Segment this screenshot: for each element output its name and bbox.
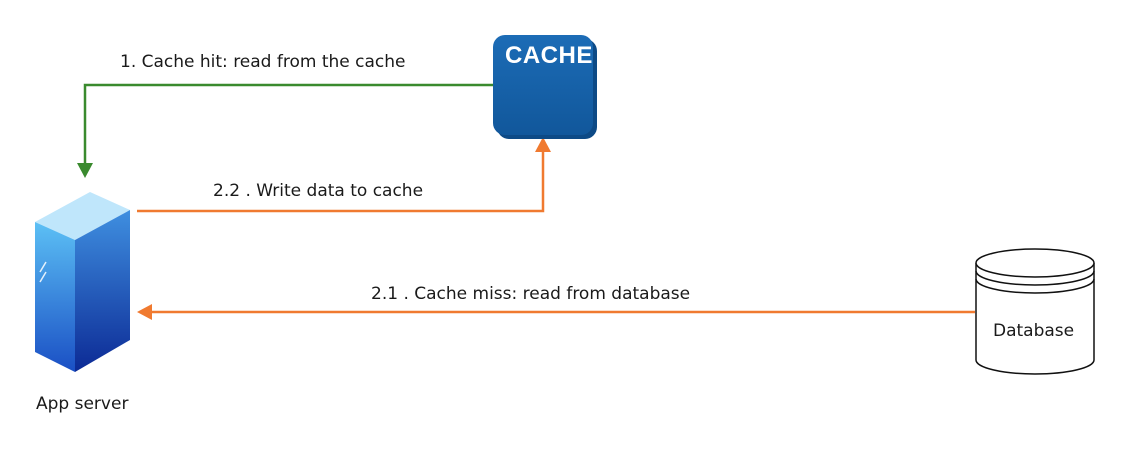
- cache-label: CACHE: [505, 42, 593, 69]
- edge-write-cache: [137, 137, 551, 213]
- app-server-label: App server: [36, 394, 129, 414]
- database-label: Database: [993, 321, 1075, 341]
- edge-cache-miss: [137, 304, 975, 320]
- cache-miss-label: 2.1 . Cache miss: read from database: [371, 284, 691, 304]
- edge-cache-hit: [77, 83, 493, 178]
- arrowhead-icon: [77, 163, 93, 178]
- arrowhead-icon: [535, 137, 551, 152]
- database-icon: [975, 248, 1095, 375]
- arrowhead-icon: [137, 304, 152, 320]
- cache-node: [493, 35, 597, 139]
- write-cache-label: 2.2 . Write data to cache: [213, 181, 424, 201]
- server-icon: [35, 192, 130, 372]
- cache-hit-label: 1. Cache hit: read from the cache: [120, 52, 406, 72]
